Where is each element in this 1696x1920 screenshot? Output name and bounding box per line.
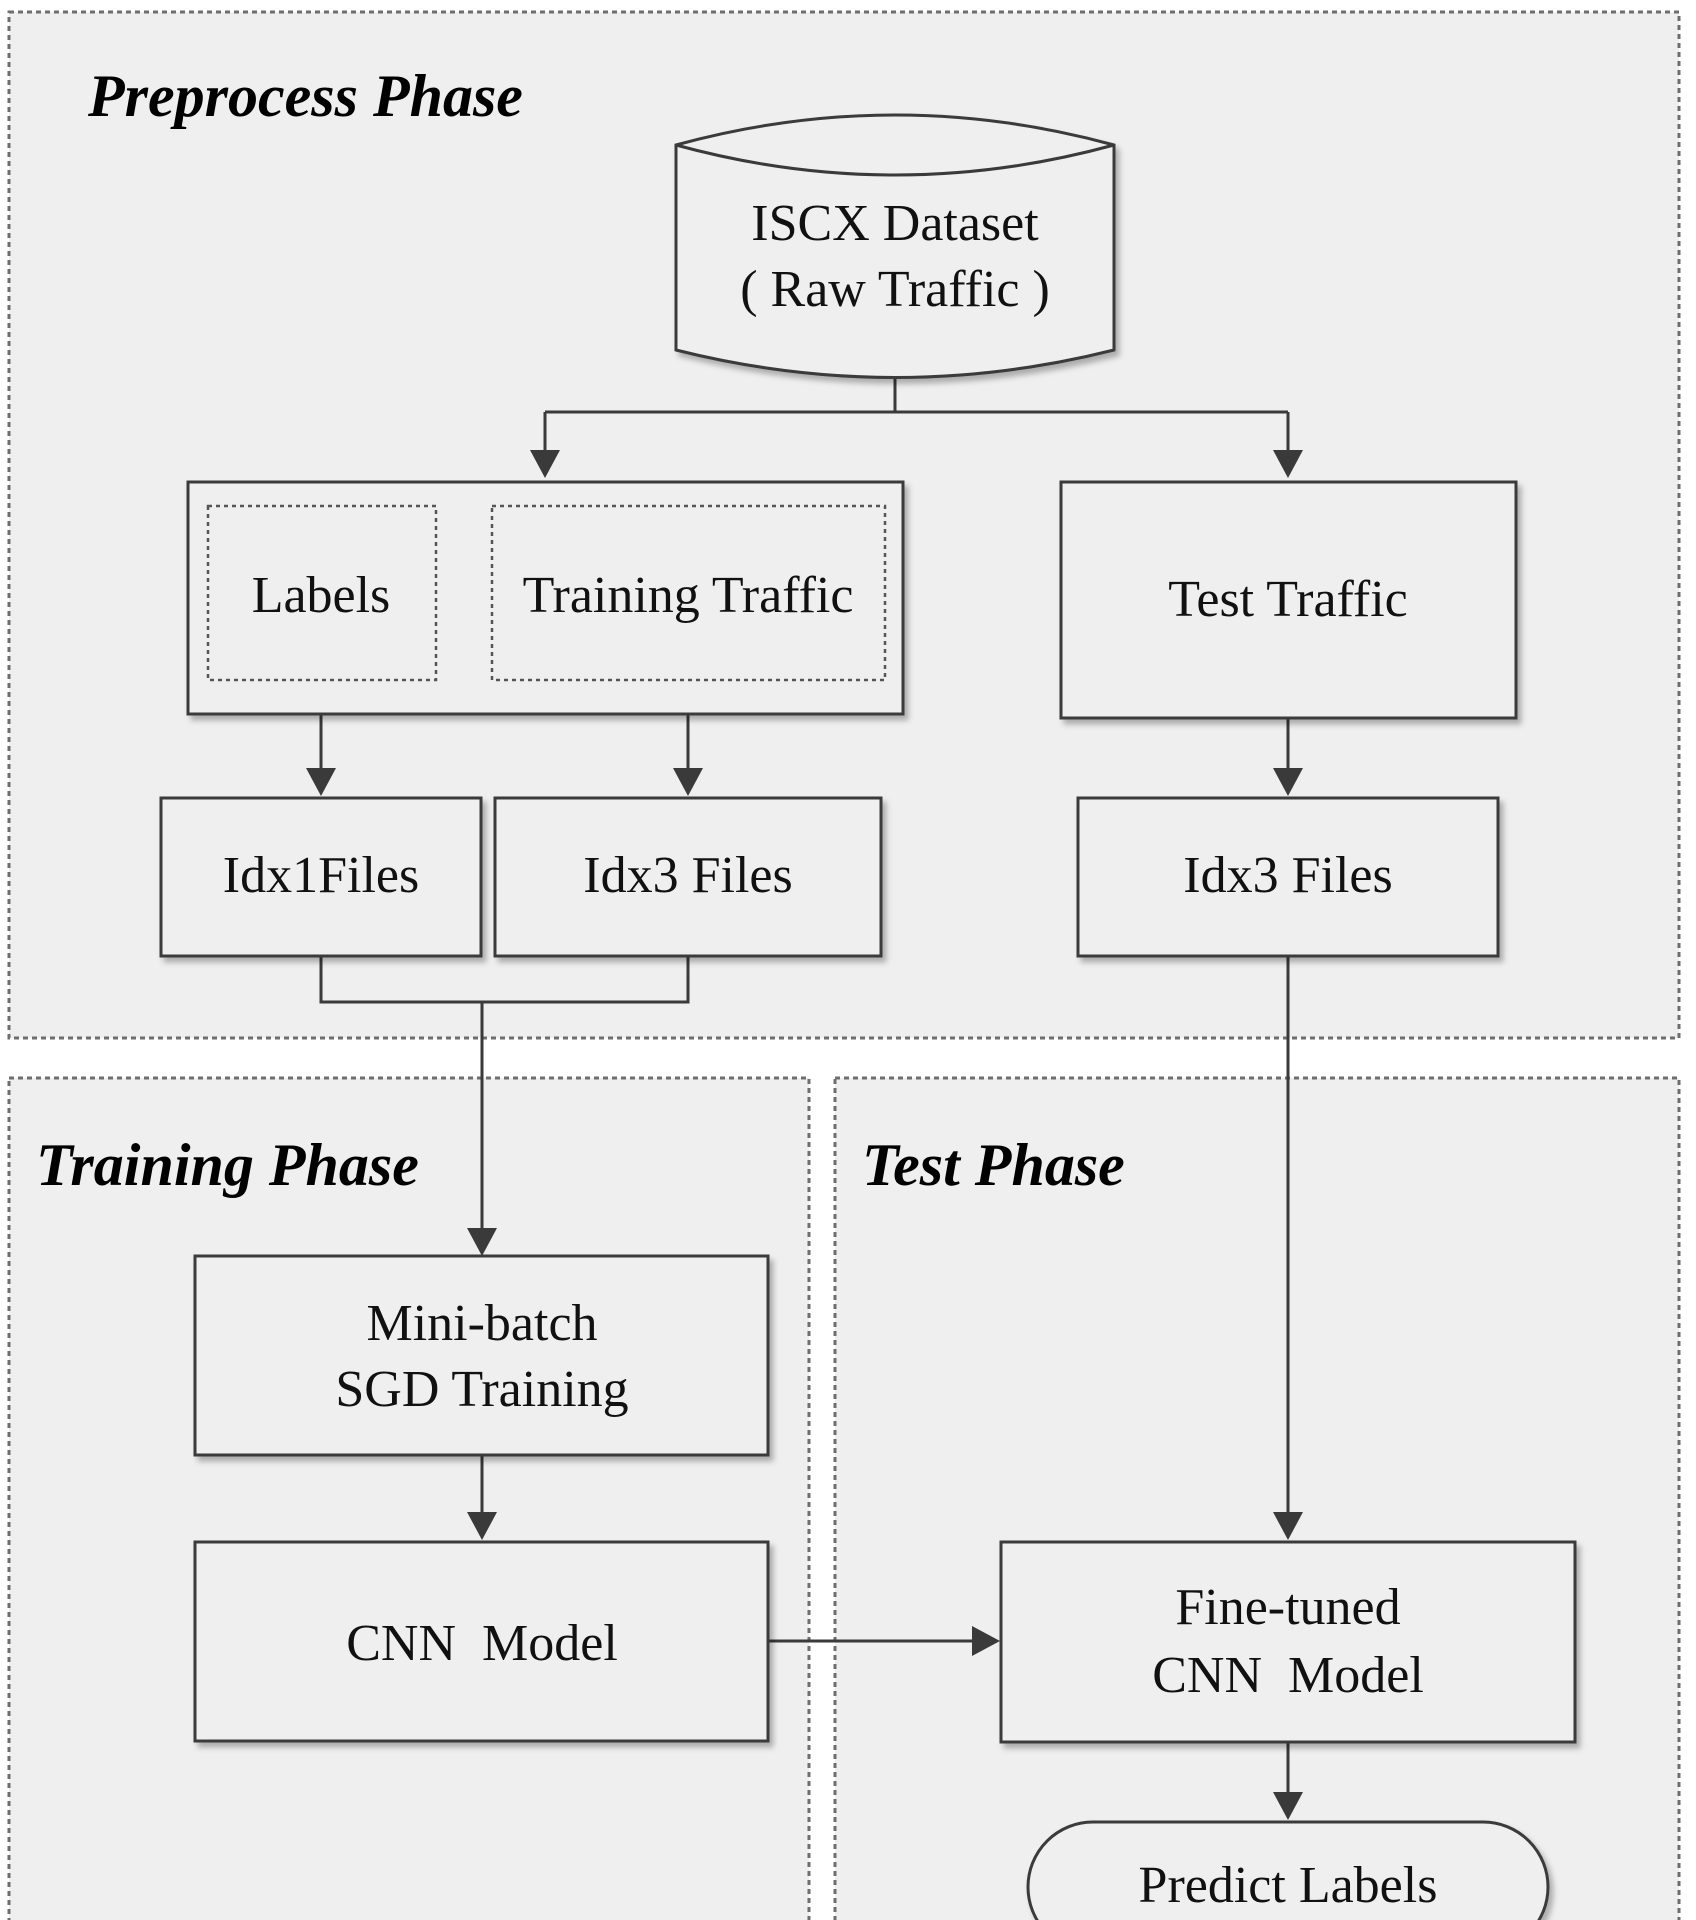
training-phase-title: Training Phase — [36, 1132, 419, 1198]
arrowhead-to-test-traffic — [1273, 450, 1303, 478]
finetuned-label-line2: CNN Model — [1152, 1647, 1424, 1704]
predict-labels-label: Predict Labels — [1139, 1857, 1438, 1914]
dataset-label-line2: ( Raw Traffic ) — [740, 261, 1050, 318]
test-traffic-label: Test Traffic — [1168, 571, 1408, 628]
idx3-files-test-label: Idx3 Files — [1183, 847, 1392, 904]
predict-labels-box — [1026, 1820, 1550, 1920]
finetuned-label-line1: Fine-tuned — [1175, 1579, 1400, 1636]
arrowhead-to-predict — [1273, 1792, 1303, 1820]
arrowhead-to-finetuned-left — [972, 1626, 1000, 1656]
training-data-group: Labels Training Traffic — [186, 480, 905, 716]
connector-dataset-split — [543, 378, 1290, 450]
idx3-files-train-label: Idx3 Files — [583, 847, 792, 904]
arrowhead-to-training-group — [530, 450, 560, 478]
test-phase-title: Test Phase — [862, 1132, 1125, 1198]
test-phase-panel — [833, 1076, 1681, 1920]
sgd-training-box — [193, 1254, 770, 1457]
training-traffic-dashed-box — [490, 504, 887, 682]
finetuned-model-box — [999, 1540, 1577, 1744]
predict-labels-node: Predict Labels — [1026, 1820, 1550, 1920]
idx1-files-label: Idx1Files — [223, 847, 419, 904]
idx3-files-test-box — [1076, 796, 1500, 958]
training-traffic-label: Training Traffic — [523, 567, 854, 624]
iscx-dataset-node: ISCX Dataset ( Raw Traffic ) — [674, 113, 1116, 379]
preprocess-phase-title: Preprocess Phase — [87, 63, 523, 129]
idx3-files-train-box — [493, 796, 883, 958]
idx1-files-box — [159, 796, 483, 958]
arrowhead-to-idx3-test — [1273, 768, 1303, 796]
sgd-training-node: Mini-batch SGD Training — [193, 1254, 770, 1457]
sgd-label-line2: SGD Training — [335, 1361, 628, 1418]
arrowhead-to-idx1 — [306, 768, 336, 796]
dataset-shape — [674, 113, 1116, 379]
finetuned-model-node: Fine-tuned CNN Model — [999, 1540, 1577, 1744]
labels-label: Labels — [252, 567, 391, 624]
idx3-files-test-node: Idx3 Files — [1076, 796, 1500, 958]
cnn-model-label: CNN Model — [346, 1615, 618, 1672]
labels-dashed-box — [206, 504, 438, 682]
sgd-label-line1: Mini-batch — [366, 1295, 597, 1352]
idx3-files-train-node: Idx3 Files — [493, 796, 883, 958]
training-phase-panel — [7, 1076, 811, 1920]
cnn-model-box — [193, 1540, 770, 1743]
test-traffic-node: Test Traffic — [1059, 480, 1518, 720]
idx1-files-node: Idx1Files — [159, 796, 483, 958]
arrowhead-to-finetuned-top — [1273, 1512, 1303, 1540]
dataset-top-curve — [675, 143, 1115, 177]
cnn-model-node: CNN Model — [193, 1540, 770, 1743]
training-data-group-box — [186, 480, 905, 716]
test-traffic-box — [1059, 480, 1518, 720]
arrowhead-to-sgd — [467, 1228, 497, 1256]
arrowhead-to-idx3-train — [673, 768, 703, 796]
dataset-label-line1: ISCX Dataset — [751, 195, 1039, 252]
arrowhead-to-cnn — [467, 1512, 497, 1540]
connector-idx-merge-to-sgd — [319, 956, 690, 1228]
connectors — [306, 378, 1303, 1820]
